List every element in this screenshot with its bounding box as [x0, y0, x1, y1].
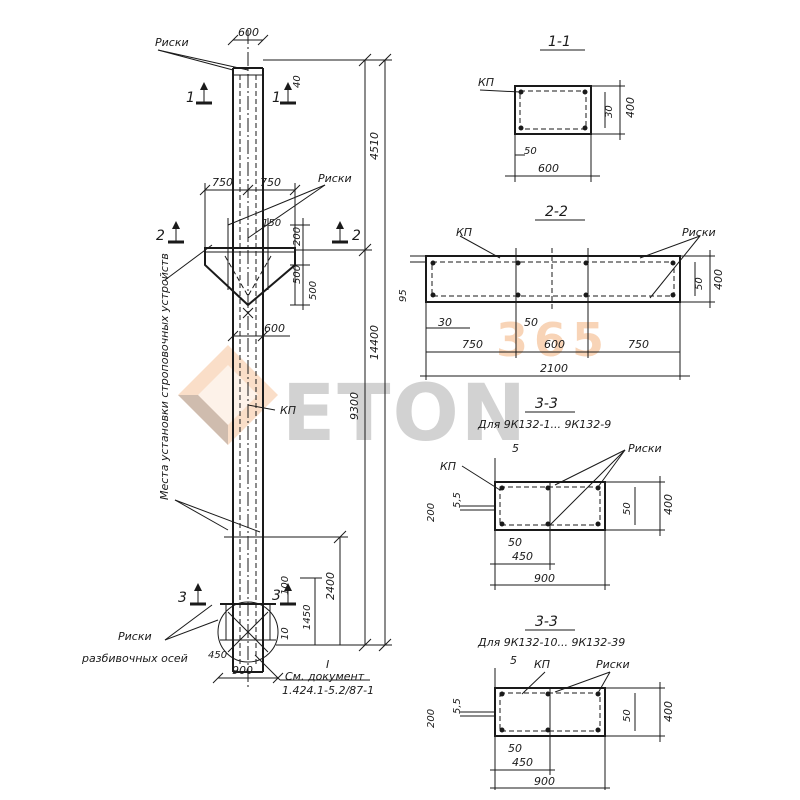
section-2-outline	[425, 255, 681, 303]
section-1-dim-50: 50	[524, 146, 537, 157]
label-riski-bracket: Риски	[318, 172, 352, 185]
section-3b-dim-400: 400	[662, 701, 675, 722]
dim-1450: 1450	[302, 605, 313, 630]
section-2-dim-750a: 750	[462, 338, 483, 351]
section-2-title: 2-2	[545, 204, 568, 220]
section-3a-kp: КП	[440, 460, 456, 473]
label-doc-ref: См. документ	[285, 670, 365, 683]
label-kp-column: КП	[280, 404, 296, 417]
dim-500-a: 500	[292, 265, 303, 284]
section-3-3-b: 3-3 Для 9К132-10... 9К132-39 КП Риски 5 …	[426, 614, 675, 790]
dim-9300: 9300	[348, 392, 361, 420]
leaders	[157, 49, 370, 681]
section-3a-title: 3-3	[535, 396, 558, 412]
dim-750-right: 750	[260, 176, 281, 189]
section-1-title: 1-1	[548, 34, 571, 50]
section-2-dim-30: 30	[438, 316, 452, 329]
section-3a-dim-50: 50	[508, 536, 522, 549]
dim-10: 10	[280, 627, 291, 640]
section-3b-dim-900: 900	[534, 775, 555, 788]
section-3b-dim-5: 5	[510, 654, 517, 667]
dim-200: 200	[292, 227, 303, 246]
section-3b-dim-450: 450	[512, 756, 533, 769]
dim-40: 40	[292, 75, 303, 88]
section-3b-dim-55: 5,5	[452, 698, 463, 714]
section-3a-dim-5: 5	[512, 442, 519, 455]
section-3a-subtitle: Для 9К132-1... 9К132-9	[477, 418, 611, 431]
section-1-1: 1-1 КП 30 400 50 600	[478, 34, 637, 182]
label-axes: разбивочных осей	[81, 652, 188, 665]
label-doc-number: 1.424.1-5.2/87-1	[282, 684, 374, 697]
dim-150: 150	[262, 218, 281, 229]
dim-600-top: 600	[238, 26, 259, 39]
watermark-logo-icon	[178, 345, 278, 445]
section-3b-dim-50: 50	[508, 742, 522, 755]
column-labels: Риски Риски Места установки строповочных…	[81, 26, 381, 697]
section-1-dim-600: 600	[538, 162, 559, 175]
dim-900-foot: 900	[232, 664, 253, 677]
section-3b-riski: Риски	[596, 658, 630, 671]
dim-100: 100	[280, 576, 291, 595]
label-riski-axes: Риски	[118, 630, 152, 643]
cut-1-right: 1	[272, 90, 281, 106]
dim-4510: 4510	[368, 132, 381, 160]
cut-3-right: 3	[272, 588, 281, 604]
label-roman-one: I	[326, 658, 329, 671]
dim-600-lower: 600	[264, 322, 285, 335]
watermark: ETON 365	[178, 313, 610, 459]
section-3b-subtitle: Для 9К132-10... 9К132-39	[477, 636, 625, 649]
section-3b-title: 3-3	[535, 614, 558, 630]
section-1-dim-30: 30	[604, 105, 615, 118]
section-3-3-a: 3-3 Для 9К132-1... 9К132-9 КП Риски 5 20…	[426, 396, 675, 590]
watermark-brand: ETON	[282, 369, 528, 459]
section-2-dim-600: 600	[544, 338, 565, 351]
section-2-dim-2100: 2100	[540, 362, 568, 375]
section-3a-dim-50-right: 50	[622, 502, 633, 515]
dim-450-foot: 450	[208, 650, 227, 661]
section-1-dim-400: 400	[624, 97, 637, 118]
label-lifting-places: Места установки строповочных устройств	[158, 253, 171, 500]
section-3a-dim-55: 5,5	[452, 492, 463, 508]
dim-2400: 2400	[324, 572, 337, 600]
section-2-kp: КП	[456, 226, 472, 239]
section-2-dim-400: 400	[712, 269, 725, 290]
dim-750-left: 750	[212, 176, 233, 189]
section-3b-dim-200: 200	[426, 709, 437, 728]
section-3b-kp: КП	[534, 658, 550, 671]
cut-markers	[168, 82, 348, 606]
section-2-dim-50: 50	[694, 277, 705, 290]
section-2-2: 2-2 КП Риски 400 50 95 30 50 750 600	[398, 204, 725, 380]
cut-1-left: 1	[186, 90, 195, 106]
section-1-kp: КП	[478, 76, 494, 89]
label-riski-top: Риски	[155, 36, 189, 49]
dim-500-b: 500	[308, 281, 319, 300]
section-2-dim-750b: 750	[628, 338, 649, 351]
section-3a-dim-450: 450	[512, 550, 533, 563]
column-bracket	[204, 247, 296, 307]
cut-2-right: 2	[352, 228, 361, 244]
foot-detail-circle	[217, 601, 279, 663]
section-3a-dim-900: 900	[534, 572, 555, 585]
section-3a-riski: Риски	[628, 442, 662, 455]
dim-14400: 14400	[368, 325, 381, 360]
section-3b-dim-50-right: 50	[622, 709, 633, 722]
watermark-number: 365	[496, 313, 610, 367]
column-dimensions	[199, 34, 392, 684]
cut-2-left: 2	[156, 228, 165, 244]
section-2-dim-50: 50	[524, 316, 538, 329]
column-elevation	[204, 30, 296, 690]
section-3a-dim-400: 400	[662, 494, 675, 515]
section-1-outline	[514, 85, 592, 135]
section-3a-dim-200: 200	[426, 503, 437, 522]
section-2-dim-95: 95	[398, 289, 409, 302]
section-2-riski: Риски	[682, 226, 716, 239]
cut-3-left: 3	[178, 590, 187, 606]
